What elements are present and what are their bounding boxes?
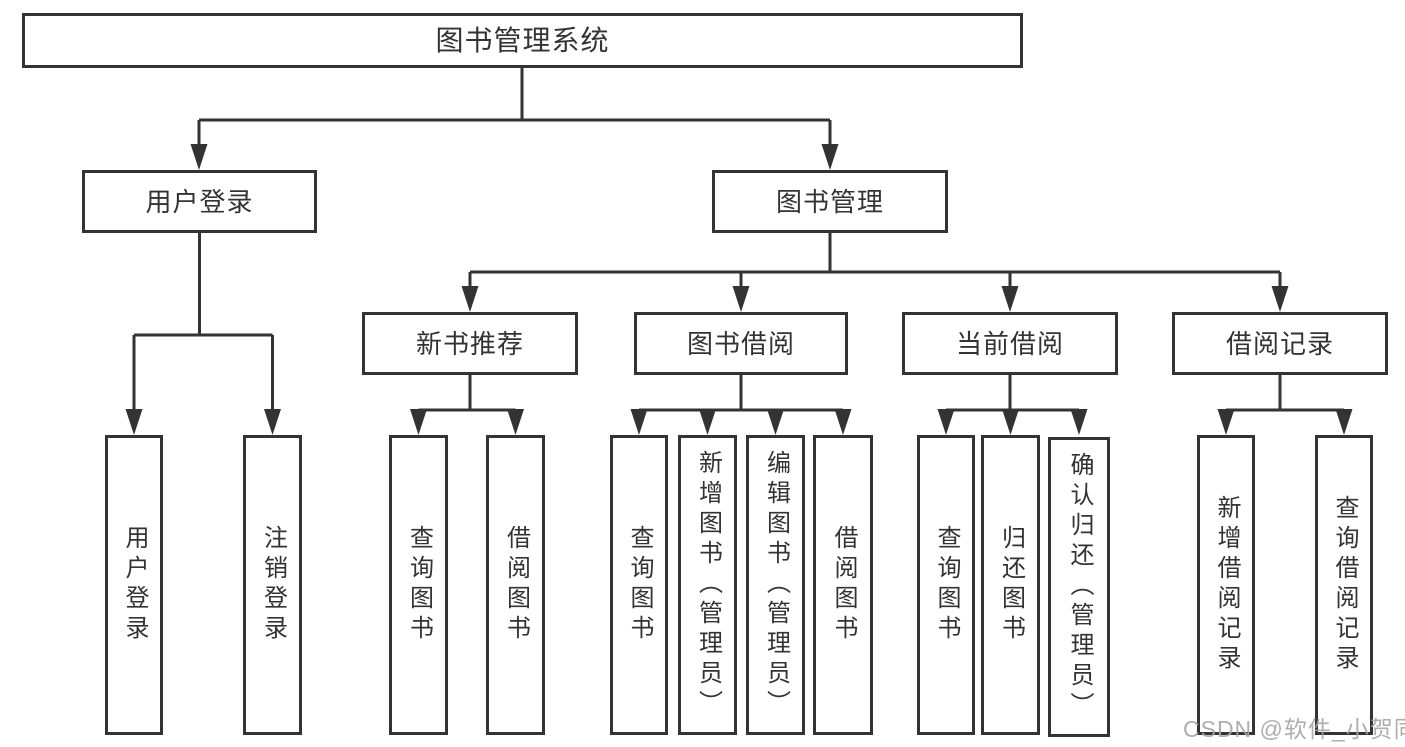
node-current-borrowing: 当前借阅 [902, 312, 1118, 375]
node-label: 编辑图书（管理员） [762, 450, 790, 720]
node-label: 确认归还（管理员） [1066, 452, 1093, 722]
node-label: 图书借阅 [686, 328, 795, 359]
csdn-watermark: CSDN @软件_小贺同学 [1183, 716, 1405, 742]
node-book-borrowing: 图书借阅 [634, 312, 848, 375]
leaf-logout: 注销登录 [243, 435, 302, 735]
node-label: 新增图书（管理员） [694, 450, 722, 720]
leaf-borrow-books: 借阅图书 [813, 435, 873, 735]
node-label: 图书管理 [775, 186, 884, 217]
leaf-query-borrow-record: 查询借阅记录 [1315, 435, 1373, 735]
node-label: 新书推荐 [415, 328, 524, 359]
node-user-login: 用户登录 [82, 170, 317, 233]
leaf-return-books: 归还图书 [981, 435, 1040, 735]
leaf-add-borrow-record: 新增借阅记录 [1197, 435, 1255, 735]
leaf-query-books-current: 查询图书 [917, 435, 975, 735]
node-library-management-system: 图书管理系统 [22, 13, 1023, 68]
node-label: 借阅图书 [502, 525, 530, 645]
node-label: 新增借阅记录 [1213, 495, 1240, 675]
leaf-confirm-return-admin: 确认归还（管理员） [1048, 437, 1110, 737]
node-label: 用户登录 [145, 186, 254, 217]
connector-paths [132, 68, 1346, 412]
node-borrowing-records: 借阅记录 [1172, 312, 1388, 375]
leaf-borrow-books-recommend: 借阅图书 [486, 435, 545, 735]
node-label: 查询借阅记录 [1331, 495, 1358, 675]
node-label: 查询图书 [405, 525, 433, 645]
leaf-add-books-admin: 新增图书（管理员） [678, 435, 737, 735]
leaf-query-books-recommend: 查询图书 [389, 435, 448, 735]
node-label: 图书管理系统 [435, 24, 610, 56]
node-label: 借阅图书 [830, 525, 857, 645]
node-label: 注销登录 [259, 525, 287, 645]
node-label: 归还图书 [997, 525, 1025, 645]
node-label: 当前借阅 [955, 328, 1064, 359]
node-label: 用户登录 [121, 525, 148, 645]
leaf-edit-books-admin: 编辑图书（管理员） [746, 435, 805, 735]
node-label: 查询图书 [626, 525, 653, 645]
node-new-book-recommendation: 新书推荐 [362, 312, 578, 375]
node-label: 借阅记录 [1225, 328, 1334, 359]
node-book-management: 图书管理 [712, 170, 948, 233]
leaf-query-books-borrow: 查询图书 [610, 435, 668, 735]
leaf-user-login: 用户登录 [105, 435, 163, 735]
node-label: 查询图书 [933, 525, 960, 645]
